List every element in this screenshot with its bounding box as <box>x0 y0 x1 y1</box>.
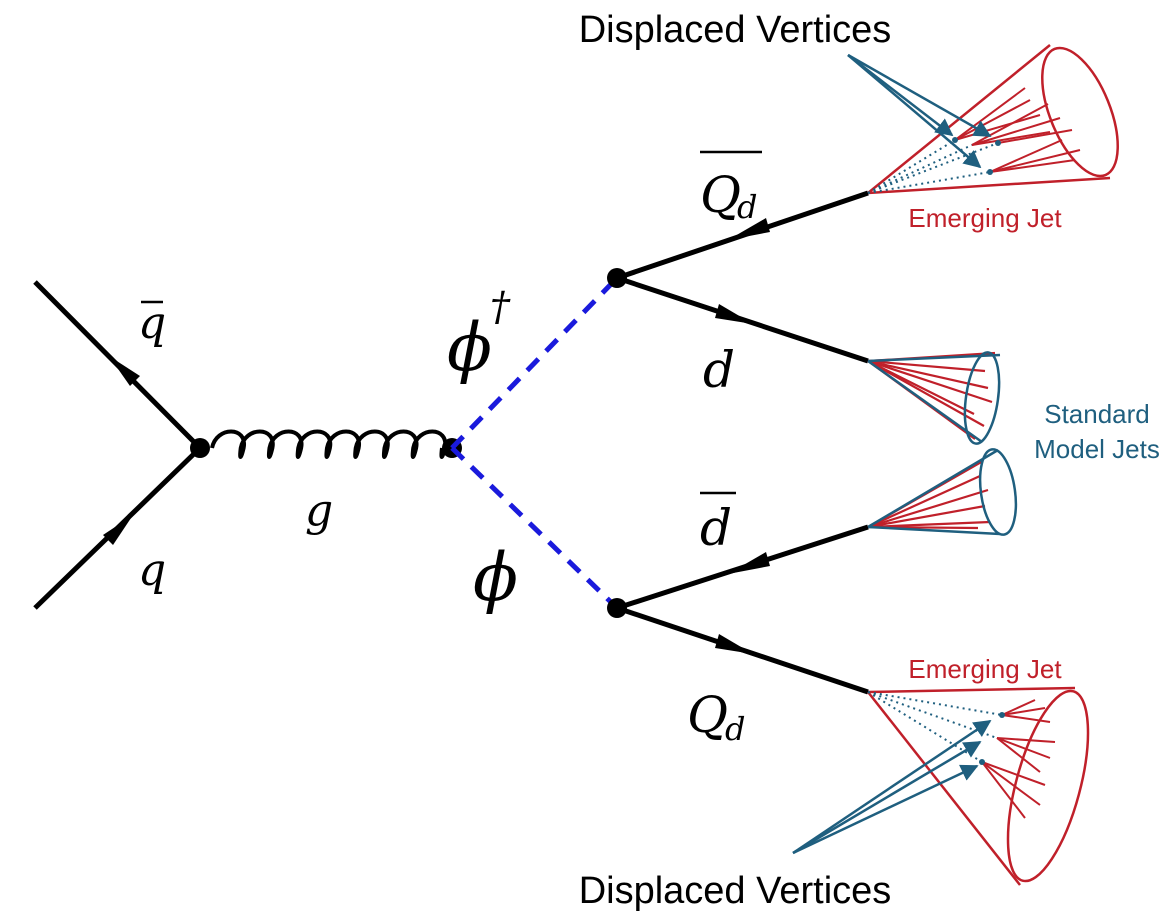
label-phi: ϕ <box>473 539 518 616</box>
label-g: g <box>305 485 333 536</box>
label-Qd-bar: Q <box>700 166 741 224</box>
sm-jet-upper <box>867 351 1001 445</box>
d-arrow <box>715 304 753 324</box>
label-d: d <box>703 341 735 399</box>
label-dbar: d <box>700 499 732 557</box>
label-Qd-bar-sub: d <box>737 188 757 226</box>
label-phidag-sup: † <box>490 284 511 330</box>
emerging-jet-top-label: Emerging Jet <box>908 203 1062 233</box>
Qd-bar-arrow <box>728 218 770 240</box>
Qd-arrow <box>715 634 753 654</box>
label-phidag: ϕ <box>447 309 492 386</box>
gluon-propagator <box>210 429 448 459</box>
label-qbar: q <box>138 298 166 349</box>
annotation-arrows-top <box>847 53 992 169</box>
scalar-phi-line <box>450 446 619 610</box>
vertex-left <box>190 438 210 458</box>
annotation-arrows-bottom <box>792 719 992 855</box>
displaced-vertices-bottom-label: Displaced Vertices <box>579 870 892 912</box>
sm-jets-label-line1: Standard <box>1044 399 1150 429</box>
label-Qd-sub: d <box>725 710 745 748</box>
label-q: q <box>138 545 166 596</box>
antiquark-arrow <box>109 356 140 386</box>
displaced-vertices-top-label: Displaced Vertices <box>579 9 892 51</box>
sm-jet-lower <box>867 448 1018 536</box>
sm-jets-label-line2: Model Jets <box>1034 434 1160 464</box>
dbar-arrow <box>728 552 770 574</box>
label-Qd: Q <box>687 686 728 744</box>
quark-arrow <box>103 515 133 545</box>
emerging-jet-bottom-label: Emerging Jet <box>908 654 1062 684</box>
scalar-phidag-line <box>450 276 619 450</box>
emerging-jet-upper <box>867 44 1119 195</box>
